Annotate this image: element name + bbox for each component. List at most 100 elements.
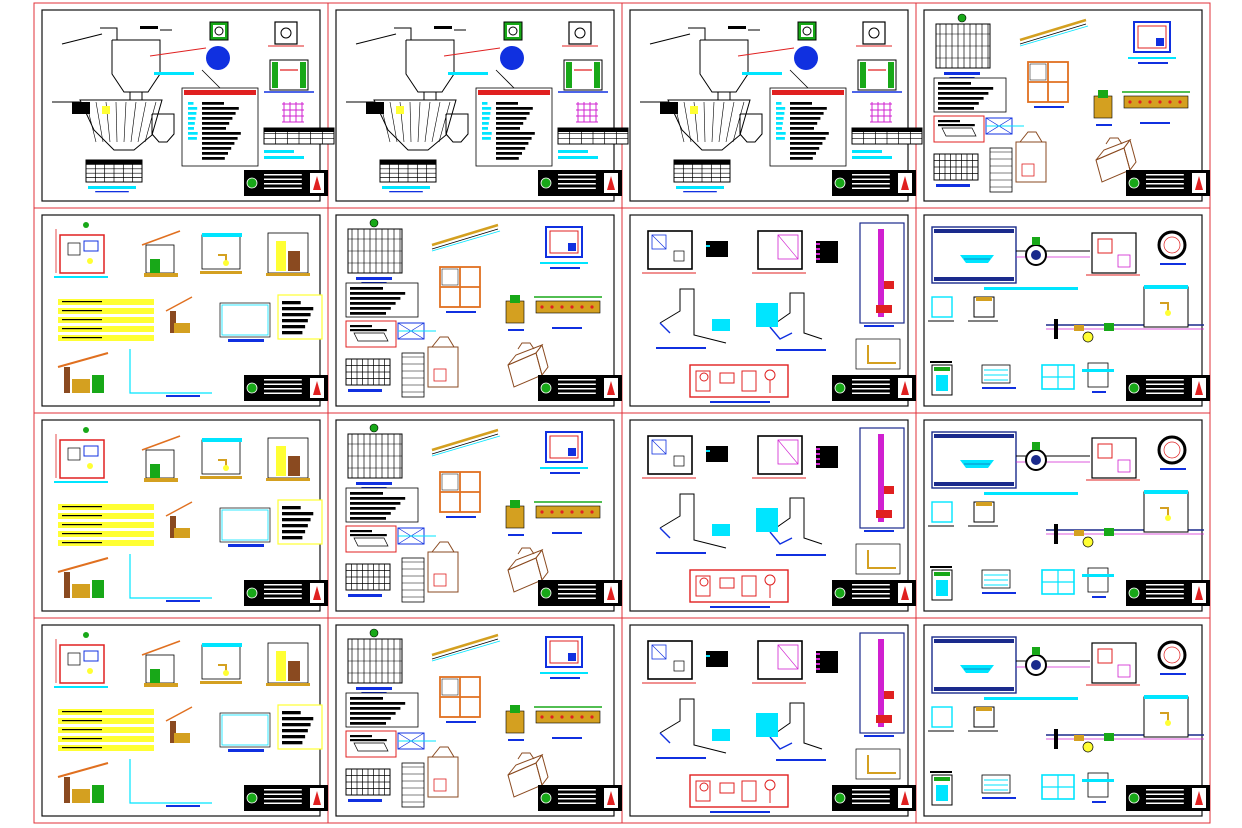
soakpit-section-level: [1082, 369, 1114, 372]
pipe-run-post: [1054, 729, 1058, 749]
lower-tank: [72, 379, 90, 393]
tank-section: [264, 59, 314, 93]
title-text-line: [264, 379, 302, 381]
soakpit-caption: [1160, 263, 1186, 265]
site-bath-sink: [1117, 664, 1131, 678]
logo-icon: [540, 792, 552, 804]
title-text-line: [852, 383, 890, 385]
pipe-fitting-1: [1074, 530, 1084, 536]
chamber-liquid: [936, 375, 948, 391]
hatch-line: [683, 101, 692, 143]
framing-plan: [347, 433, 403, 479]
text-line: [938, 102, 979, 105]
stamp-mark: [901, 381, 909, 395]
footing-1: [505, 505, 525, 529]
box-detail-1: [931, 296, 953, 318]
tank-section-inner: [1021, 163, 1035, 177]
text-line: [202, 102, 224, 105]
detail-block: [941, 127, 977, 137]
title-text-line: [852, 798, 890, 800]
lower-door: [92, 375, 104, 393]
hatch-line: [431, 101, 441, 143]
section-b-caption: [228, 749, 264, 752]
detail-block: [353, 537, 389, 547]
text-line: [202, 152, 228, 155]
title-text-line: [852, 388, 890, 390]
text-line: [350, 312, 386, 315]
stamp-mark: [901, 176, 909, 190]
fixture-sink: [719, 782, 735, 794]
text-line: [496, 112, 530, 115]
text-line: [938, 87, 994, 90]
tank-inlet-box: [660, 102, 678, 114]
pipe-run-post: [1054, 319, 1058, 339]
plan-caption: [356, 687, 392, 690]
riser-detail: [855, 338, 901, 370]
bath-plan-inner: [549, 230, 579, 254]
footing-caption-2: [552, 532, 582, 534]
title-block: [244, 785, 328, 811]
text-line: [350, 492, 383, 495]
silo-body: [699, 39, 749, 93]
silo-cap: [140, 26, 158, 29]
logo-icon: [540, 587, 552, 599]
roof-line: [431, 638, 499, 660]
title-text-line: [558, 593, 596, 595]
stamp-mark: [313, 586, 321, 600]
site-bath-shower: [1097, 648, 1113, 664]
water-tank-sphere: [500, 46, 524, 70]
spec-text: [350, 492, 406, 520]
title-block: [832, 375, 916, 401]
window-frame: [1027, 61, 1069, 103]
north-marker: [83, 427, 89, 433]
silo-cap: [434, 26, 452, 29]
isometric-pipes-2: [756, 497, 826, 556]
iso-pipe-main: [659, 493, 727, 549]
lower-elevation: [57, 352, 109, 393]
legend-box-1: [706, 241, 728, 257]
soakpit-section-level: [1082, 779, 1114, 782]
grid-marker: [369, 423, 379, 433]
title-text-line: [852, 588, 890, 590]
rebar-dot: [560, 715, 564, 719]
rear-panel: [276, 241, 286, 271]
iso-legend-1: [712, 319, 730, 331]
rebar-dot: [580, 715, 584, 719]
text-line: [350, 712, 396, 715]
text-line: [282, 301, 301, 305]
tank-outline: [373, 99, 457, 151]
rebar-label-1: [852, 150, 882, 153]
lower-wall: [64, 777, 70, 803]
text-line: [938, 120, 960, 123]
manhole-plan: [568, 21, 592, 45]
text-line: [282, 325, 306, 329]
stamp-mark: [1195, 381, 1203, 395]
text-line: [776, 107, 786, 110]
title-text-line: [1146, 597, 1184, 599]
manhole-cover: [574, 27, 586, 39]
note-text: [62, 720, 102, 722]
tank-section-top: [430, 541, 455, 553]
text-line: [496, 147, 526, 150]
text-line: [202, 157, 225, 160]
soakpit-section-box: [1087, 567, 1109, 593]
fixture-toilet: [695, 575, 711, 597]
grille-detail: [1041, 569, 1075, 595]
window-pane: [1029, 63, 1047, 81]
logo-icon: [1128, 587, 1140, 599]
title-text-line: [1146, 174, 1184, 176]
plan-shower: [67, 447, 81, 461]
title-text-line: [264, 793, 302, 795]
legend-swatch-2: [816, 658, 820, 660]
title-text-line: [1146, 383, 1184, 385]
detail-heading: [350, 530, 387, 537]
elevation-front: [200, 233, 242, 274]
sheet-structural-detail: [335, 624, 622, 817]
title-text-line: [558, 802, 596, 804]
valve-symbol: [1082, 536, 1094, 548]
rebar-dot: [590, 715, 594, 719]
detail-box: [345, 730, 397, 758]
roof-beam: [1019, 18, 1087, 42]
bathroom-site-plan: [1086, 232, 1140, 276]
